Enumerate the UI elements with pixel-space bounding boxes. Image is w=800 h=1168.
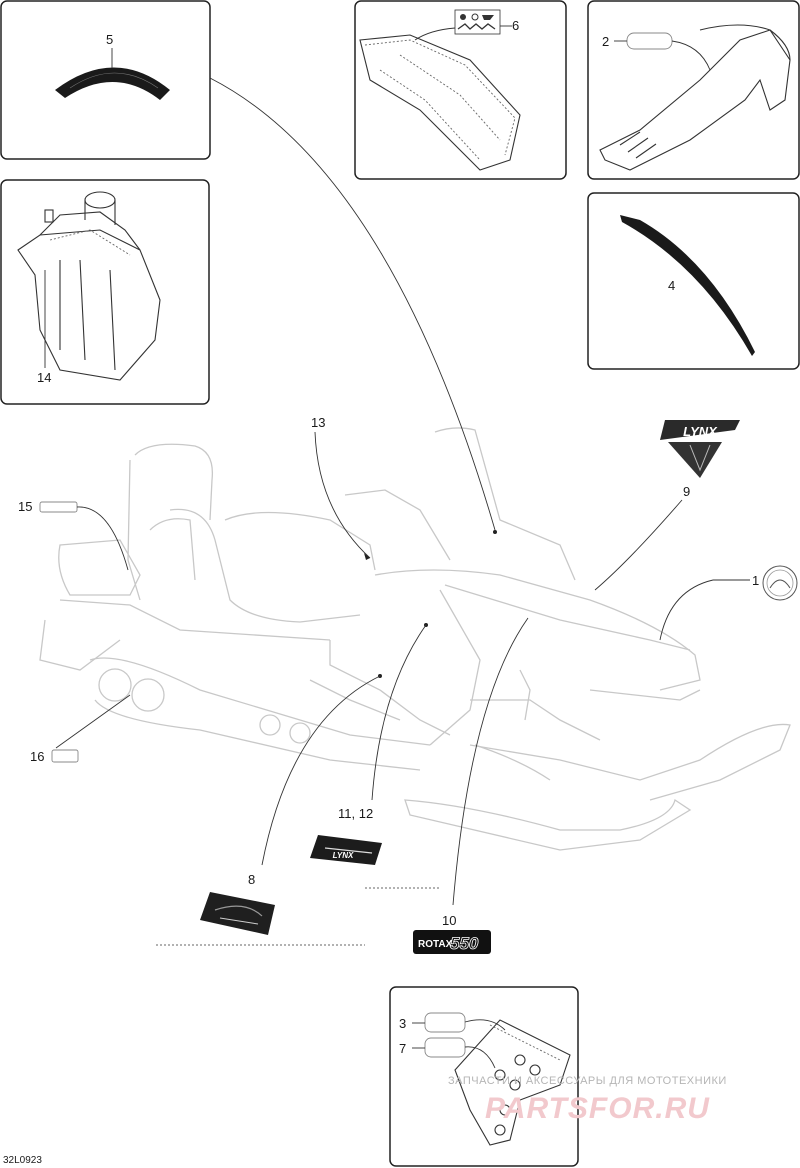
tag-16 [51,749,79,763]
watermark-brand: PARTSFOR.RU [485,1092,710,1125]
callout-15: 15 [18,499,32,514]
leader-5 [209,77,496,531]
decal-8 [200,892,275,935]
callout-16: 16 [30,749,44,764]
callout-7: 7 [399,1041,406,1056]
callout-13: 13 [311,415,325,430]
callout-5: 5 [106,32,113,47]
leader-8 [261,675,381,866]
callout-9: 9 [683,484,690,499]
callout-1: 1 [752,573,759,588]
callout-11-12: 11, 12 [338,806,373,821]
lynx-logo-text: LYNX [683,424,718,439]
decal-5-shape [55,67,170,100]
panel-decal-3-7: 3 7 [389,986,579,1167]
leader-13 [314,431,371,559]
decal-1-badge [762,565,798,601]
callout-6: 6 [512,18,519,33]
rotax-model-text: 550 [450,934,479,953]
leader-10 [452,617,529,906]
panel-decal-2: 2 [587,0,800,180]
leader-1 [659,579,714,641]
callout-14: 14 [37,370,51,385]
lynx-small-logo-text: LYNX [333,851,354,860]
panel-decal-4: 4 [587,192,800,370]
rotax-brand-text: ROTAX [418,939,453,950]
decal-10-rotax: ROTAX 550 [413,930,491,954]
decal-11-12: LYNX [310,835,382,865]
watermark-caption: ЗАПЧАСТИ И АКСЕССУАРЫ ДЛЯ МОТОТЕХНИКИ [448,1075,727,1087]
callout-10: 10 [442,913,456,928]
leader-9 [594,499,683,591]
leader-11-12 [371,624,427,801]
callout-8: 8 [248,872,255,887]
panel-decal-5: 5 [0,0,211,160]
leader-15 [76,506,129,571]
panel-decal-6: 6 [354,0,567,180]
diagram-code: 32L0923 [3,1155,42,1166]
decal-9-lynx-shield: LYNX [660,420,740,478]
callout-4: 4 [668,278,675,293]
callout-3: 3 [399,1016,406,1031]
watermark: ЗАПЧАСТИ И АКСЕССУАРЫ ДЛЯ МОТОТЕХНИКИ PA… [448,1075,727,1125]
tag-7 [424,1037,466,1058]
tag-15 [39,501,78,513]
leader-16 [55,694,131,749]
panel-part-14: 14 [0,179,210,405]
snowmobile-outline [39,427,791,851]
tag-3 [424,1012,466,1033]
callout-2: 2 [602,34,609,49]
